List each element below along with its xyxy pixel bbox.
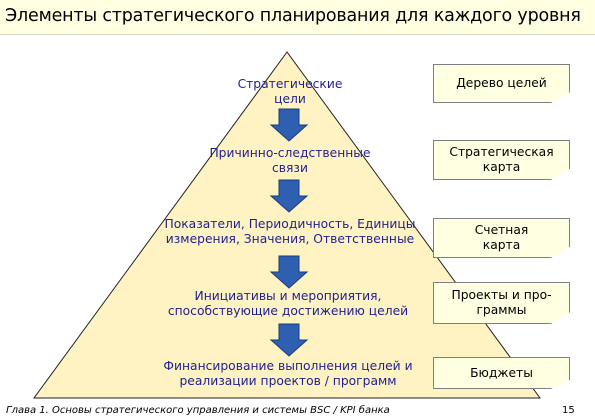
down-arrow-2 <box>269 179 309 213</box>
note-card-5: Бюджеты <box>433 357 570 389</box>
down-arrow-1 <box>269 108 309 142</box>
title-bar <box>0 0 595 35</box>
note-line: Счетная <box>474 223 529 237</box>
pyramid-level-line: Финансирование выполнения целей и <box>163 359 413 373</box>
note-card-1: Дерево целей <box>433 64 570 103</box>
down-arrow-4 <box>269 323 309 357</box>
note-line: Проекты и про- <box>451 288 552 302</box>
footer-bar <box>0 400 595 420</box>
pyramid-level-4: Инициативы и мероприятия,способствующие … <box>138 289 438 319</box>
page-number: 15 <box>562 405 575 416</box>
pyramid-level-line: Стратегические <box>237 77 343 91</box>
note-card-4: Проекты и про-граммы <box>433 282 570 324</box>
note-line: граммы <box>476 303 527 317</box>
pyramid-level-line: Причинно-следственные <box>209 146 371 160</box>
note-line: Бюджеты <box>470 365 533 380</box>
pyramid <box>33 51 541 399</box>
down-arrow-3 <box>269 255 309 289</box>
pyramid-level-line: способствующие достижению целей <box>167 304 409 318</box>
note-line: карта <box>482 238 521 252</box>
pyramid-level-line: реализации проектов / программ <box>179 374 397 388</box>
slide-title: Элементы стратегического планирования дл… <box>5 6 581 26</box>
pyramid-level-line: связи <box>272 161 308 175</box>
pyramid-level-line: Показатели, Периодичность, Единицы <box>164 217 416 231</box>
note-line: Дерево целей <box>456 76 547 90</box>
note-line: карта <box>482 160 521 174</box>
note-line: Стратегическая <box>449 145 554 159</box>
pyramid-level-line: Инициативы и мероприятия, <box>194 289 382 303</box>
footer-text: Глава 1. Основы стратегического управлен… <box>6 405 390 416</box>
pyramid-level-line: измерения, Значения, Ответственные <box>165 232 415 246</box>
pyramid-level-line: цели <box>274 92 306 106</box>
